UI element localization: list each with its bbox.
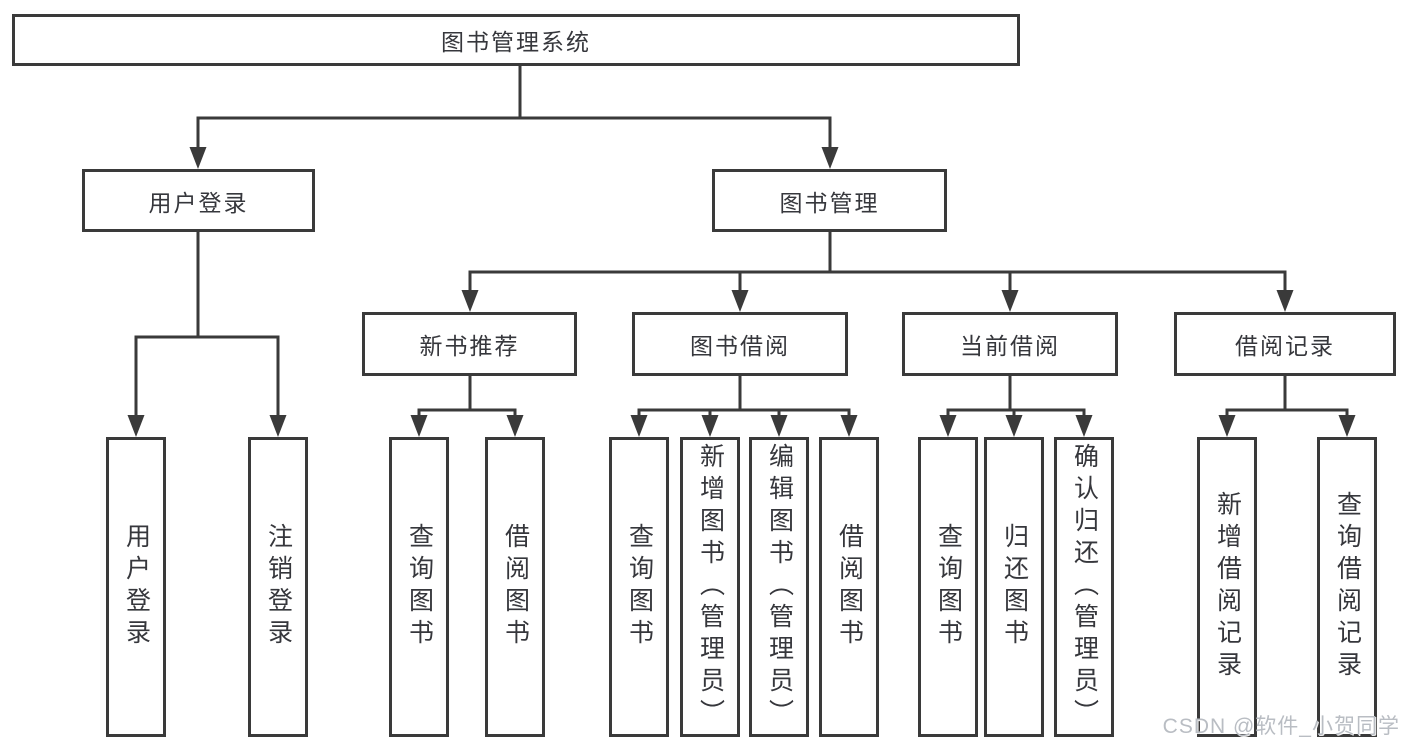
leaf-return-books-label: 归还图书 — [1000, 523, 1029, 651]
node-book-borrow-label: 图书借阅 — [690, 333, 790, 359]
leaf-query-books-borrow-label: 查询图书 — [625, 523, 654, 651]
edge-book-borrow-trunk — [637, 376, 851, 418]
edge-root-trunk — [196, 66, 832, 149]
leaf-confirm-return-admin: 确认归还（管理员） — [1054, 437, 1114, 737]
leaf-user-login: 用户登录 — [106, 437, 166, 737]
node-new-book-recommend: 新书推荐 — [362, 312, 577, 376]
leaf-query-books-current: 查询图书 — [918, 437, 978, 737]
leaf-query-books-recommend-label: 查询图书 — [405, 523, 434, 651]
edge-current-borrow-trunk — [946, 376, 1086, 418]
leaf-borrow-books-label: 借阅图书 — [835, 523, 864, 651]
leaf-add-books-admin-label: 新增图书（管理员） — [696, 443, 725, 731]
edge-book-management-trunk — [468, 232, 1287, 293]
node-user-login: 用户登录 — [82, 169, 315, 232]
node-book-borrow: 图书借阅 — [632, 312, 848, 376]
node-borrow-records-label: 借阅记录 — [1235, 333, 1335, 359]
leaf-add-borrow-record-label: 新增借阅记录 — [1213, 491, 1242, 683]
leaf-add-books-admin: 新增图书（管理员） — [680, 437, 740, 737]
edge-borrow-records-trunk — [1225, 376, 1349, 418]
node-book-management: 图书管理 — [712, 169, 947, 232]
leaf-borrow-books: 借阅图书 — [819, 437, 879, 737]
leaf-add-borrow-record: 新增借阅记录 — [1197, 437, 1257, 737]
leaf-query-borrow-record-label: 查询借阅记录 — [1333, 491, 1362, 683]
node-library-system: 图书管理系统 — [12, 14, 1020, 66]
node-current-borrow-label: 当前借阅 — [960, 333, 1060, 359]
edge-user-login-trunk — [134, 232, 280, 418]
leaf-edit-books-admin: 编辑图书（管理员） — [749, 437, 809, 737]
leaf-logout-label: 注销登录 — [264, 523, 293, 651]
node-book-management-label: 图书管理 — [779, 189, 880, 216]
leaf-query-borrow-record: 查询借阅记录 — [1317, 437, 1377, 737]
node-borrow-records: 借阅记录 — [1174, 312, 1396, 376]
leaf-confirm-return-admin-label: 确认归还（管理员） — [1070, 443, 1099, 731]
node-user-login-label: 用户登录 — [148, 189, 249, 216]
leaf-edit-books-admin-label: 编辑图书（管理员） — [765, 443, 794, 731]
leaf-borrow-books-recommend-label: 借阅图书 — [501, 523, 530, 651]
leaf-borrow-books-recommend: 借阅图书 — [485, 437, 545, 737]
connector-arrowheads — [127, 147, 1356, 437]
leaf-user-login-label: 用户登录 — [122, 523, 151, 651]
leaf-query-books-borrow: 查询图书 — [609, 437, 669, 737]
leaf-return-books: 归还图书 — [984, 437, 1044, 737]
node-library-system-label: 图书管理系统 — [441, 29, 591, 55]
node-new-book-recommend-label: 新书推荐 — [419, 333, 520, 359]
edge-new-book-trunk — [417, 376, 517, 418]
leaf-query-books-recommend: 查询图书 — [389, 437, 449, 737]
connector-edges — [134, 66, 1349, 418]
csdn-watermark: CSDN @软件_小贺同学 — [1162, 715, 1400, 738]
node-current-borrow: 当前借阅 — [902, 312, 1118, 376]
leaf-query-books-current-label: 查询图书 — [934, 523, 963, 651]
leaf-logout: 注销登录 — [248, 437, 308, 737]
